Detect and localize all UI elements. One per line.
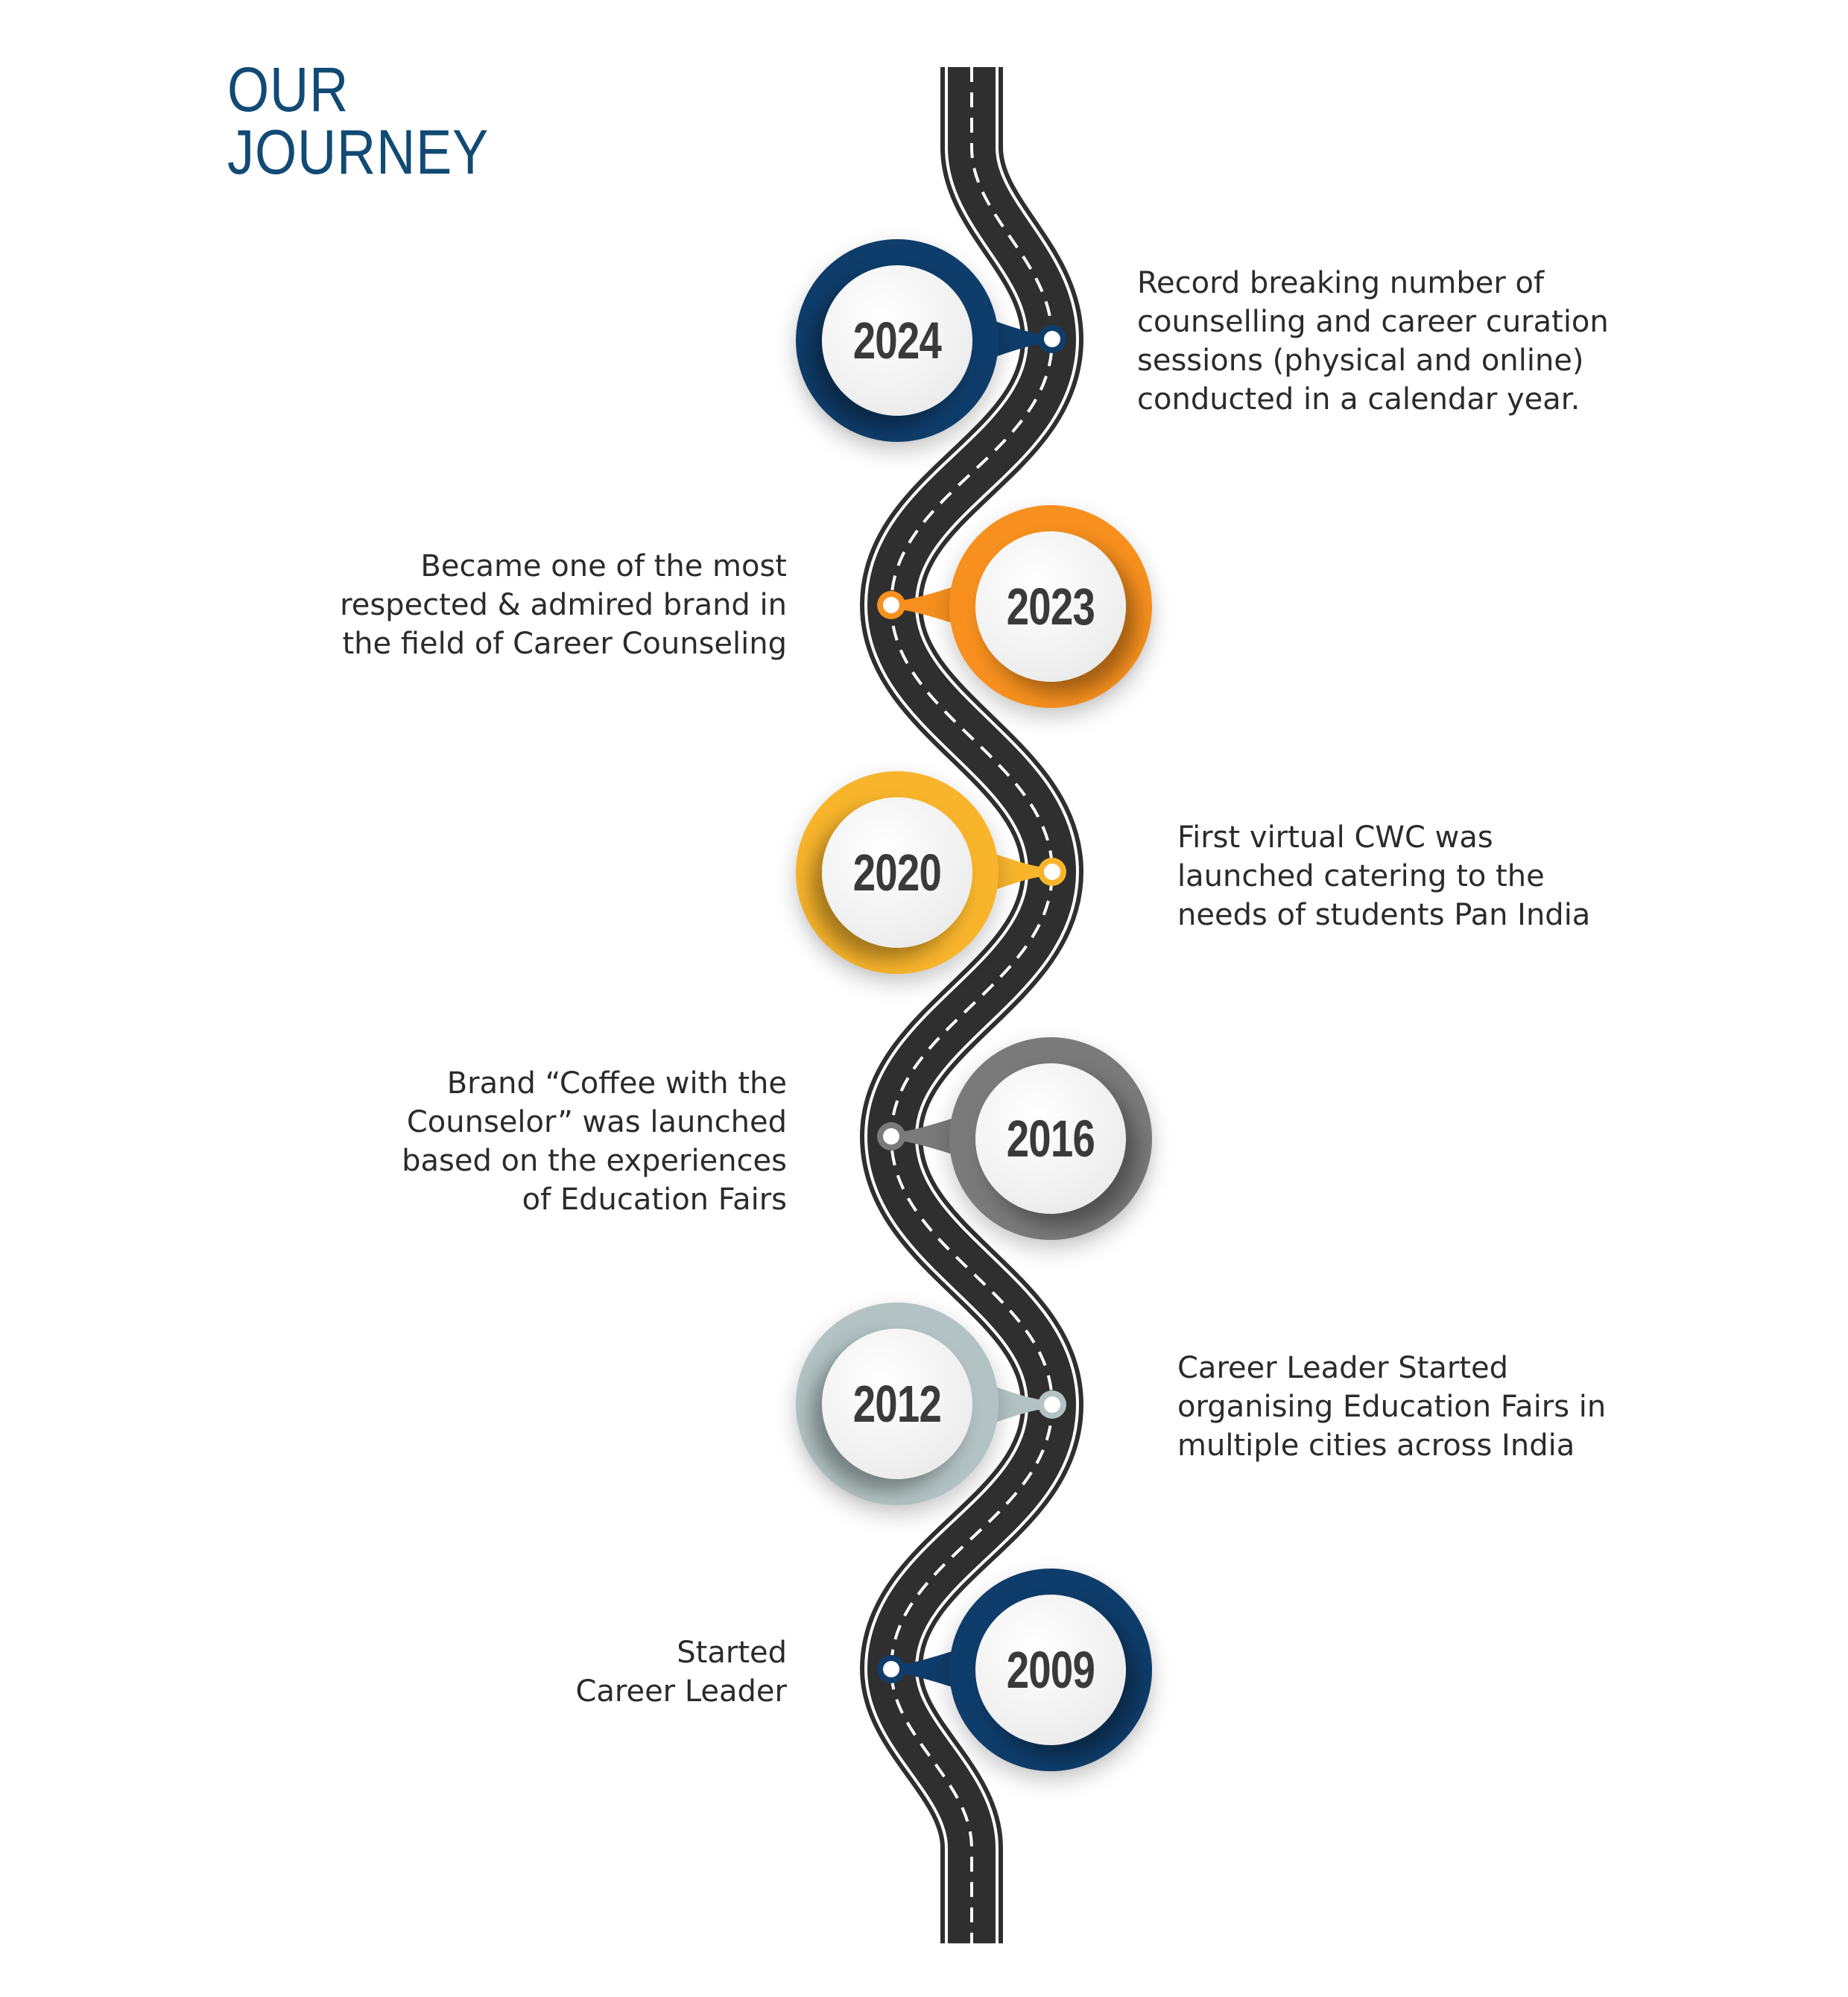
title-line-2: JOURNEY bbox=[227, 117, 490, 187]
connector-stem bbox=[897, 1650, 957, 1689]
milestone-description-2020: First virtual CWC was launched catering … bbox=[1177, 818, 1590, 934]
milestone-description-line: Record breaking number of bbox=[1137, 266, 1545, 300]
connector-stem bbox=[991, 1385, 1046, 1424]
milestone-description-line: needs of students Pan India bbox=[1177, 898, 1591, 932]
connector-pin-center bbox=[883, 597, 899, 613]
milestone-description-line: based on the experiences bbox=[402, 1144, 787, 1178]
connector-pin-center bbox=[883, 1128, 899, 1145]
milestone-description-line: sessions (physical and online) bbox=[1137, 344, 1584, 378]
connector-stem bbox=[991, 320, 1046, 358]
milestone-description-line: respected & admired brand in bbox=[340, 588, 787, 622]
milestone-description-line: Started bbox=[677, 1636, 787, 1670]
milestone-description-line: organising Education Fairs in bbox=[1177, 1390, 1607, 1424]
milestone-description-line: Career Leader Started bbox=[1177, 1351, 1508, 1385]
connector-stem bbox=[991, 852, 1046, 891]
milestone-badge-inner: 2009 bbox=[975, 1595, 1126, 1745]
title-line-1: OUR bbox=[227, 54, 349, 124]
milestone-description-line: counselling and career curation bbox=[1137, 305, 1609, 339]
milestone-badge-2012: 2012 bbox=[796, 1303, 999, 1505]
milestone-description-line: Career Leader bbox=[575, 1674, 787, 1709]
connector-pin-center bbox=[883, 1661, 899, 1677]
milestone-description-2009: Started Career Leader bbox=[575, 1633, 787, 1711]
milestone-description-line: Became one of the most bbox=[420, 549, 787, 583]
connector-pin-center bbox=[1044, 864, 1060, 880]
milestone-badge-inner: 2023 bbox=[975, 531, 1126, 682]
milestone-year: 2009 bbox=[1006, 1641, 1095, 1699]
milestone-year: 2023 bbox=[1006, 577, 1095, 636]
milestone-description-line: launched catering to the bbox=[1177, 859, 1545, 893]
milestone-description-2016: Brand “Coffee with the Counselor” was la… bbox=[402, 1064, 787, 1219]
milestone-badge-inner: 2012 bbox=[822, 1329, 972, 1479]
milestone-description-line: multiple cities across India bbox=[1177, 1428, 1575, 1463]
milestone-badge-2020: 2020 bbox=[796, 771, 999, 974]
page-title: OUR JOURNEY bbox=[227, 58, 489, 183]
milestone-badge-inner: 2016 bbox=[975, 1063, 1126, 1214]
milestone-description-line: Brand “Coffee with the bbox=[446, 1066, 787, 1101]
connector-stem bbox=[897, 586, 957, 624]
milestone-description-line: of Education Fairs bbox=[522, 1183, 787, 1217]
milestone-badge-inner: 2020 bbox=[822, 797, 972, 948]
milestone-year: 2024 bbox=[852, 311, 942, 370]
milestone-description-line: conducted in a calendar year. bbox=[1137, 382, 1580, 417]
milestone-description-line: the field of Career Counseling bbox=[342, 627, 787, 661]
connector-stem bbox=[897, 1117, 957, 1156]
road-center-dashes bbox=[889, 67, 1054, 1943]
milestone-badge-2016: 2016 bbox=[949, 1037, 1152, 1240]
milestone-badge-2009: 2009 bbox=[949, 1569, 1152, 1771]
milestone-year: 2012 bbox=[852, 1375, 942, 1433]
milestone-year: 2020 bbox=[852, 844, 942, 902]
milestone-year: 2016 bbox=[1006, 1110, 1095, 1168]
milestone-description-line: First virtual CWC was bbox=[1177, 820, 1493, 855]
milestone-description-2024: Record breaking number of counselling an… bbox=[1137, 264, 1609, 419]
connector-pin-center bbox=[1044, 331, 1060, 347]
connector-pin-center bbox=[1044, 1396, 1060, 1413]
milestone-description-2012: Career Leader Started organising Educati… bbox=[1177, 1349, 1606, 1465]
milestone-badge-inner: 2024 bbox=[822, 265, 972, 416]
milestone-badge-2024: 2024 bbox=[796, 239, 999, 442]
milestone-description-2023: Became one of the most respected & admir… bbox=[340, 547, 787, 663]
milestone-description-line: Counselor” was launched bbox=[406, 1105, 787, 1139]
milestone-badge-2023: 2023 bbox=[949, 505, 1152, 708]
